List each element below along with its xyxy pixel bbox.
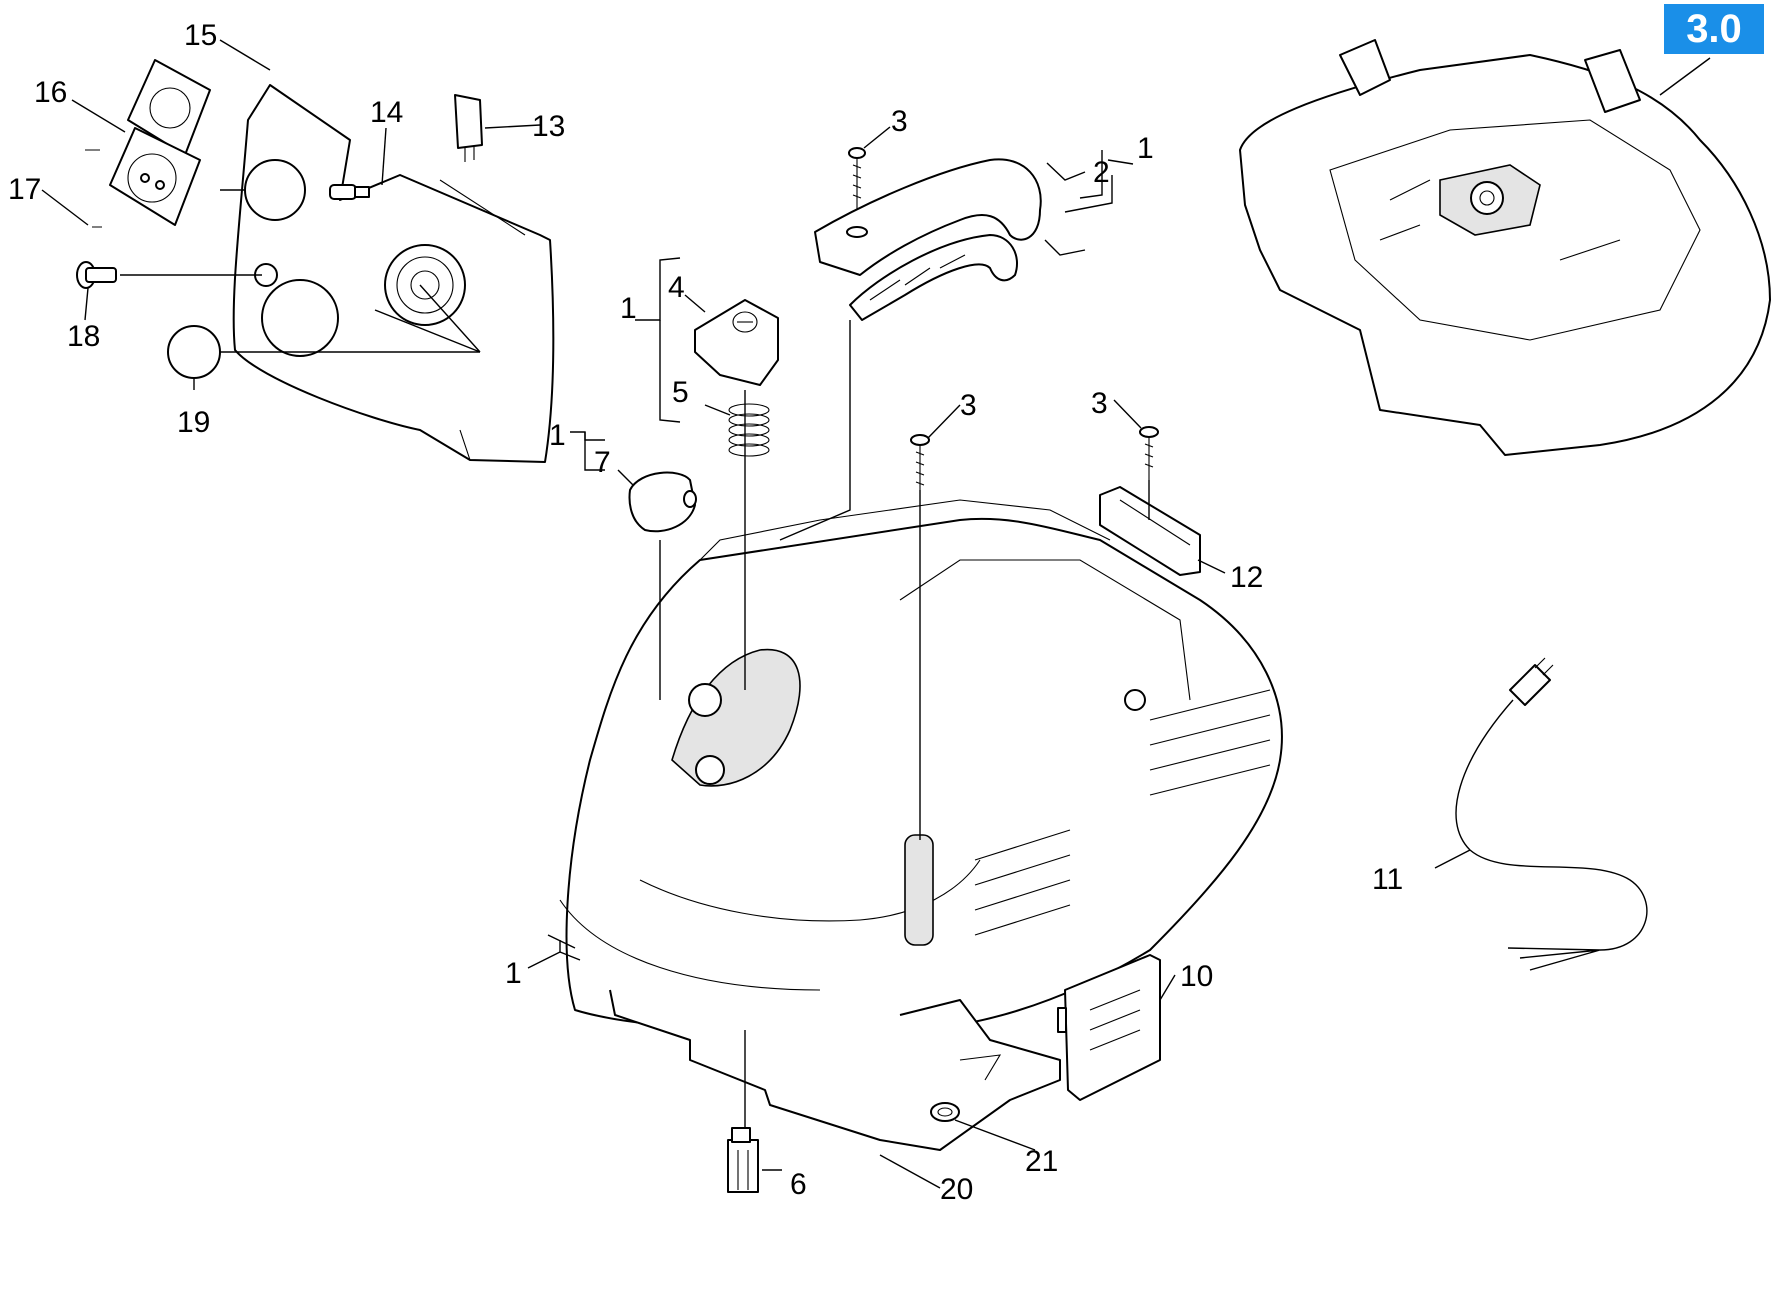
callout-3-handle: 3 — [891, 105, 908, 138]
cover-disc — [167, 325, 221, 379]
callout-15: 15 — [184, 19, 218, 52]
callout-4: 4 — [668, 271, 685, 304]
knob-cap — [694, 299, 779, 386]
callout-2: 2 — [1093, 156, 1110, 189]
leader-lines — [41, 39, 1711, 1189]
callout-14: 14 — [370, 96, 404, 129]
main-housing — [559, 499, 1283, 1033]
connector — [727, 1127, 759, 1193]
switch — [329, 184, 370, 200]
callout-12: 12 — [1230, 561, 1264, 594]
socket — [85, 59, 211, 228]
callout-1-bottom: 1 — [505, 957, 522, 990]
front-panel — [232, 84, 555, 463]
power-cable — [1455, 657, 1648, 971]
screw-center — [910, 434, 930, 490]
small-switch-13 — [454, 94, 483, 162]
callout-1-cap: 1 — [549, 419, 566, 452]
screw-right — [1139, 426, 1159, 480]
callout-6: 6 — [790, 1168, 807, 1201]
spring — [728, 403, 770, 457]
callout-1-knob: 1 — [620, 292, 637, 325]
section-badge: 3.0 — [1664, 4, 1764, 54]
callout-1-handle: 1 — [1137, 132, 1154, 165]
base-tray — [1239, 39, 1771, 456]
callout-3-right: 3 — [1091, 387, 1108, 420]
callout-13: 13 — [532, 110, 566, 143]
sealing-plug — [76, 261, 117, 289]
callout-10: 10 — [1180, 960, 1214, 993]
callout-17: 17 — [8, 173, 42, 206]
callout-11: 11 — [1372, 863, 1404, 896]
carrying-handle — [814, 158, 1042, 321]
latch — [1099, 486, 1201, 576]
callout-20: 20 — [940, 1173, 974, 1206]
callout-19: 19 — [177, 406, 211, 439]
screw-handle — [848, 147, 866, 210]
cover-cap — [628, 471, 697, 533]
callout-5: 5 — [672, 376, 689, 409]
callout-16: 16 — [34, 76, 68, 109]
callout-7: 7 — [594, 446, 611, 479]
callout-21: 21 — [1025, 1145, 1059, 1178]
base-frame — [609, 989, 1061, 1151]
callout-18: 18 — [67, 320, 101, 353]
side-cover — [1057, 954, 1161, 1101]
callout-3-center: 3 — [960, 389, 977, 422]
